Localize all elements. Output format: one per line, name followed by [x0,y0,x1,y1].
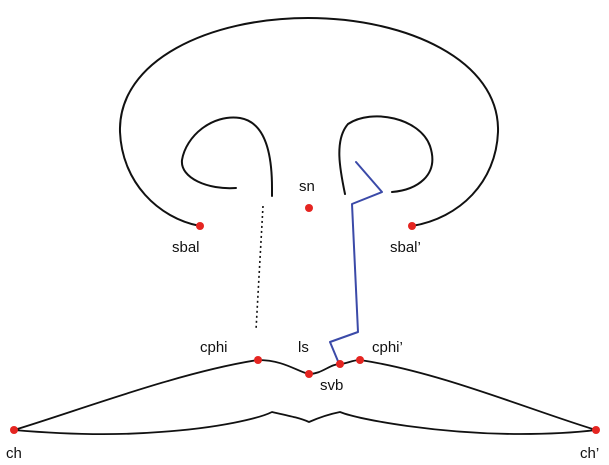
label-ls: ls [298,339,309,356]
landmark-cphi-dot [254,356,262,364]
label-cphi-prime: cphi’ [372,339,403,356]
label-sbal-prime: sbal’ [390,239,421,256]
label-svb: svb [320,377,343,394]
landmark-ch-prime-dot [592,426,600,434]
label-sn: sn [299,178,315,195]
blue-reference-line [330,162,382,366]
landmark-cphi-prime-dot [356,356,364,364]
landmark-svb-dot [336,360,344,368]
dotted-reference-line [256,206,263,330]
label-ch-prime: ch’ [580,445,599,462]
landmark-sn-dot [305,204,313,212]
landmark-ls-dot [305,370,313,378]
right-nostril-contour [339,116,432,194]
label-sbal: sbal [172,239,200,256]
left-nostril-contour [182,118,272,196]
label-ch: ch [6,445,22,462]
landmark-sbal-prime-dot [408,222,416,230]
lower-lip-outline [14,412,596,434]
landmark-sbal-dot [196,222,204,230]
landmark-ch-dot [10,426,18,434]
label-cphi: cphi [200,339,228,356]
